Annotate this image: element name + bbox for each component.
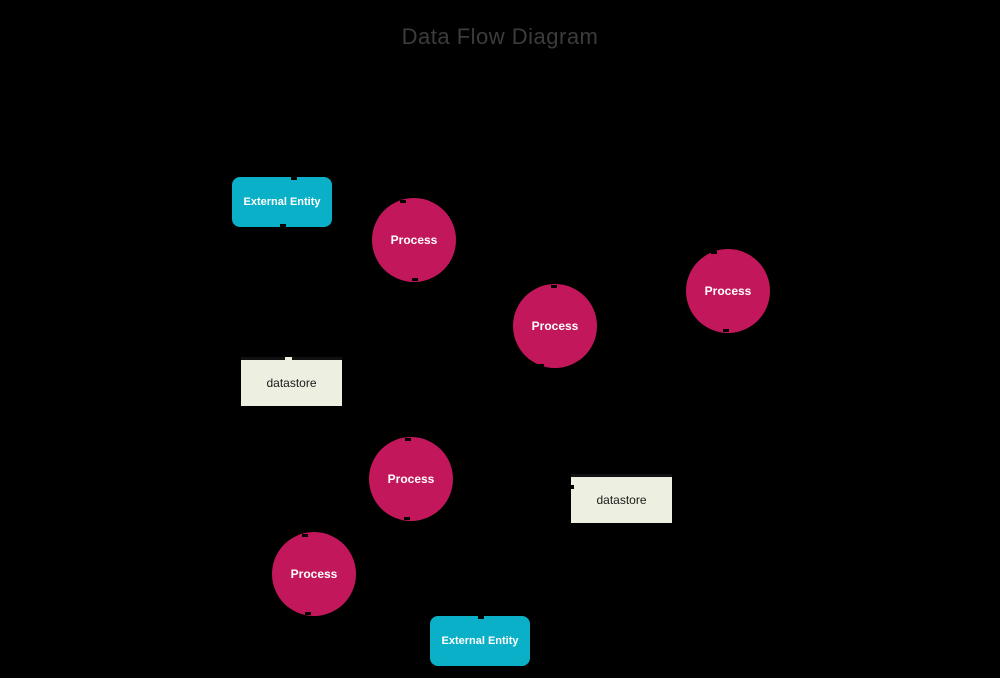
connector-stub — [551, 285, 557, 288]
external-entity-node-bottom[interactable]: External Entity — [430, 616, 530, 666]
connector-stub — [302, 534, 308, 537]
datastore-node-right[interactable]: datastore — [570, 474, 672, 523]
connector-stub — [305, 612, 311, 615]
external-entity-node-top[interactable]: External Entity — [232, 177, 332, 227]
process-node-1[interactable]: Process — [372, 198, 456, 282]
process-node-2[interactable]: Process — [513, 284, 597, 368]
datastore-border-gap — [285, 357, 292, 360]
node-label: External Entity — [441, 635, 519, 647]
connector-stub — [711, 251, 717, 254]
connector-stub — [405, 438, 411, 441]
connector-stub — [400, 200, 406, 203]
diagram-title: Data Flow Diagram — [401, 24, 599, 49]
connector-stub — [291, 177, 297, 180]
process-node-4[interactable]: Process — [369, 437, 453, 521]
connector-stub — [404, 517, 410, 520]
process-node-3[interactable]: Process — [686, 249, 770, 333]
node-label: Process — [531, 319, 579, 333]
node-label: datastore — [266, 376, 317, 390]
node-label: Process — [387, 472, 435, 486]
node-label: Process — [390, 233, 438, 247]
connector-stub — [570, 485, 574, 489]
datastore-node-left[interactable]: datastore — [241, 357, 342, 406]
connector-stub — [723, 329, 729, 332]
node-label: Process — [290, 567, 338, 581]
connector-stub — [538, 364, 544, 367]
connector-stub — [412, 278, 418, 281]
connector-stub — [280, 224, 286, 227]
node-label: External Entity — [243, 196, 321, 208]
process-node-5[interactable]: Process — [272, 532, 356, 616]
node-label: Process — [704, 284, 752, 298]
node-label: datastore — [596, 493, 647, 507]
connector-stub — [478, 616, 484, 619]
